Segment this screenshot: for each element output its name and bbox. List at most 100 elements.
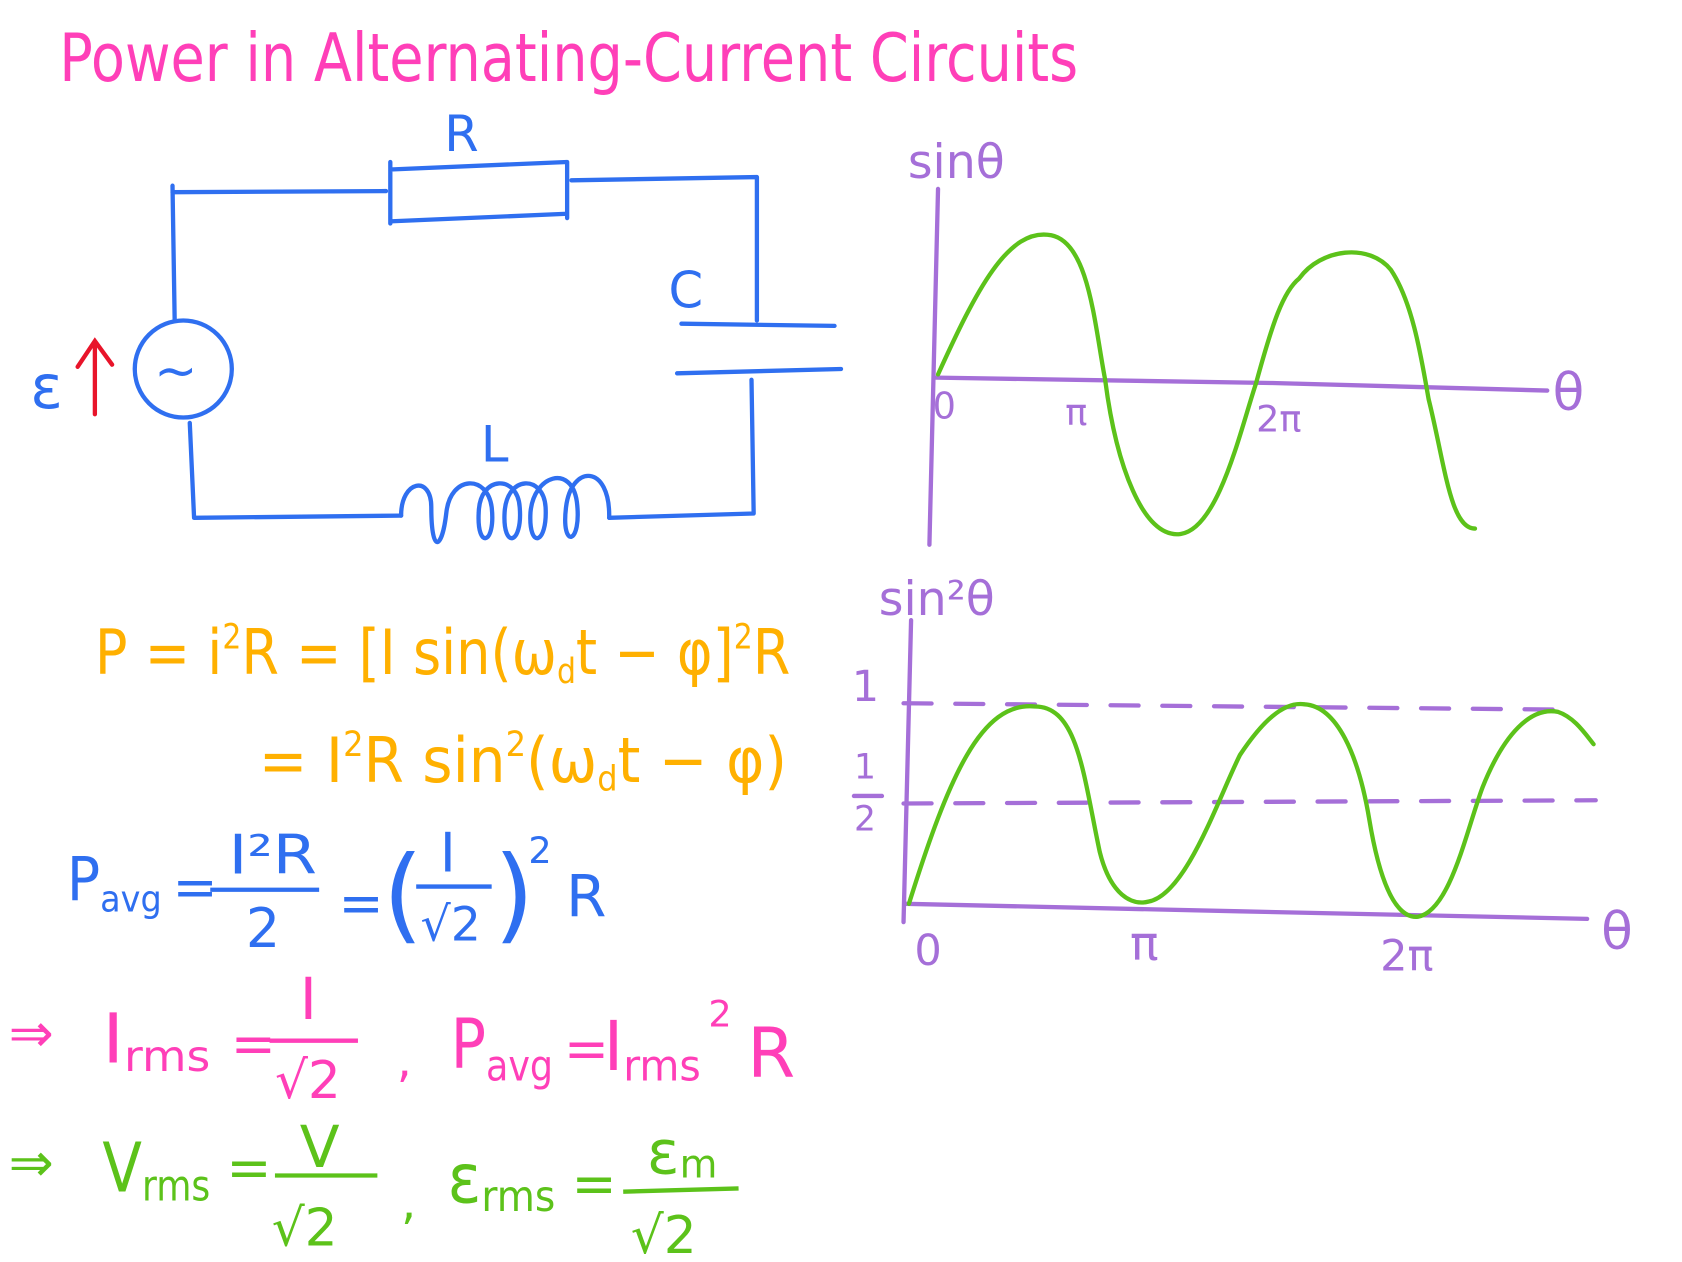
fraction-numerator: I bbox=[440, 821, 456, 884]
sine-squared-curve bbox=[906, 701, 1596, 919]
tick-label: π bbox=[1130, 917, 1159, 972]
wire-bottom-left bbox=[187, 420, 404, 520]
eq-part: Vrms bbox=[102, 1129, 210, 1212]
implies-arrow: ⇒ bbox=[9, 1131, 54, 1194]
eq-subscript: rms bbox=[481, 1172, 555, 1222]
x-axis bbox=[903, 901, 1590, 922]
fraction-denominator: √2 bbox=[631, 1206, 697, 1262]
fraction-numerator: εm bbox=[647, 1118, 717, 1188]
graph-sin: sinθ θ 0 π 2π bbox=[908, 135, 1585, 547]
emf-arrow-icon bbox=[75, 337, 115, 417]
ac-source-tilde: ~ bbox=[154, 341, 197, 401]
eq-comma: , bbox=[397, 1033, 412, 1088]
eq-superscript: 2 bbox=[506, 725, 526, 765]
eq-equals: = bbox=[564, 1018, 609, 1081]
inductor-symbol bbox=[398, 473, 612, 545]
eq-part: P bbox=[67, 846, 100, 916]
eq-subscript: m bbox=[680, 1143, 718, 1188]
tick-label: 2π bbox=[1380, 932, 1433, 982]
eq-part: t − φ) bbox=[618, 724, 787, 797]
eq-part: t − φ] bbox=[576, 616, 734, 689]
eq-part: Irms bbox=[102, 999, 210, 1082]
resistor-label: R bbox=[444, 105, 478, 163]
ac-source-symbol bbox=[132, 318, 234, 420]
eq-subscript: avg bbox=[100, 877, 162, 920]
eq-superscript: 2 bbox=[734, 617, 753, 657]
fraction-numerator: I bbox=[300, 965, 317, 1033]
fraction-denominator: √2 bbox=[421, 897, 481, 952]
eq-subscript: rms bbox=[623, 1042, 701, 1092]
fraction-numerator: V bbox=[300, 1113, 340, 1181]
eq-subscript: d bbox=[557, 652, 576, 692]
wire-bottom-right bbox=[607, 377, 756, 520]
eq-part: Pavg bbox=[451, 1005, 553, 1092]
eq-part: = I bbox=[259, 724, 343, 797]
eq-paren: ) bbox=[494, 835, 534, 955]
equation-power-instant: P = i2R = [I sin(ωdt − φ]2R bbox=[95, 616, 790, 692]
eq-superscript: 2 bbox=[708, 993, 731, 1036]
resistor-symbol bbox=[388, 159, 570, 226]
equation-rms-current: ⇒ Irms = I √2 , Pavg = Irms 2 R bbox=[9, 965, 796, 1111]
eq-part: R bbox=[566, 863, 606, 931]
eq-equals: = bbox=[173, 856, 218, 919]
sine-curve bbox=[935, 232, 1478, 537]
fraction-bar bbox=[623, 1186, 739, 1194]
y-axis-label: sinθ bbox=[908, 135, 1005, 190]
eq-part: Irms bbox=[604, 1007, 701, 1092]
graph-sin-squared: sin²θ 1 1 2 θ 0 π 2π bbox=[851, 572, 1633, 982]
y-axis-label: sin²θ bbox=[879, 572, 995, 627]
eq-superscript: 2 bbox=[222, 617, 241, 657]
eq-part: I bbox=[102, 999, 124, 1079]
eq-part: Pavg bbox=[67, 846, 162, 921]
eq-equals: = bbox=[339, 872, 384, 935]
eq-subscript: rms bbox=[142, 1161, 210, 1211]
tick-label: 0 bbox=[914, 926, 941, 976]
eq-part: P bbox=[451, 1005, 486, 1085]
eq-part: (ω bbox=[526, 724, 597, 797]
x-axis-label: θ bbox=[1553, 363, 1585, 423]
inductor-label: L bbox=[481, 416, 509, 474]
eq-part: R bbox=[747, 1013, 795, 1093]
eq-part: ε bbox=[447, 1139, 481, 1219]
eq-equals: = bbox=[571, 1152, 616, 1215]
fraction-denominator: 2 bbox=[246, 897, 280, 960]
fraction-numerator: I²R bbox=[229, 824, 317, 887]
x-axis bbox=[933, 375, 1550, 393]
eq-comma: , bbox=[401, 1176, 416, 1231]
eq-part: R = [I sin(ω bbox=[241, 616, 557, 689]
circuit-diagram: ~ R C L ε bbox=[30, 105, 844, 545]
implies-arrow: ⇒ bbox=[9, 1002, 54, 1065]
tick-label: π bbox=[1065, 391, 1087, 434]
y-tick-half-denominator: 2 bbox=[854, 799, 876, 839]
equation-power-expanded: = I2R sin2(ωdt − φ) bbox=[259, 724, 787, 800]
emf-label: ε bbox=[30, 353, 63, 423]
x-axis-label: θ bbox=[1601, 902, 1633, 962]
eq-subscript: rms bbox=[124, 1032, 210, 1082]
eq-superscript: 2 bbox=[528, 829, 551, 872]
eq-part: P = i bbox=[95, 616, 222, 689]
eq-equals: = bbox=[231, 1012, 276, 1075]
eq-part: R bbox=[753, 616, 791, 689]
eq-subscript: avg bbox=[486, 1042, 553, 1092]
eq-equals: = bbox=[226, 1136, 271, 1199]
dashed-line-half bbox=[901, 798, 1598, 806]
eq-part: εrms bbox=[447, 1139, 555, 1222]
eq-part: R sin bbox=[363, 724, 505, 797]
eq-part: ε bbox=[647, 1118, 680, 1188]
equation-average-power: Pavg = I²R 2 = ( I √2 ) 2 R bbox=[67, 821, 607, 959]
dashed-line-one bbox=[901, 701, 1571, 712]
wire-top-left bbox=[170, 183, 389, 323]
y-tick-half-numerator: 1 bbox=[854, 748, 876, 788]
y-axis bbox=[901, 618, 914, 925]
wire-top-right bbox=[569, 174, 760, 323]
equation-rms-voltage: ⇒ Vrms = V √2 , εrms = εm √2 bbox=[9, 1113, 739, 1262]
eq-subscript: d bbox=[597, 760, 617, 800]
eq-part: I bbox=[604, 1007, 623, 1087]
tick-label: 2π bbox=[1256, 398, 1301, 441]
eq-part: V bbox=[102, 1129, 142, 1209]
fraction-denominator: √2 bbox=[275, 1051, 341, 1111]
y-axis bbox=[927, 186, 941, 547]
fraction-denominator: √2 bbox=[272, 1199, 338, 1259]
eq-paren: ( bbox=[383, 835, 423, 955]
page-title: Power in Alternating-Current Circuits bbox=[59, 19, 1078, 97]
